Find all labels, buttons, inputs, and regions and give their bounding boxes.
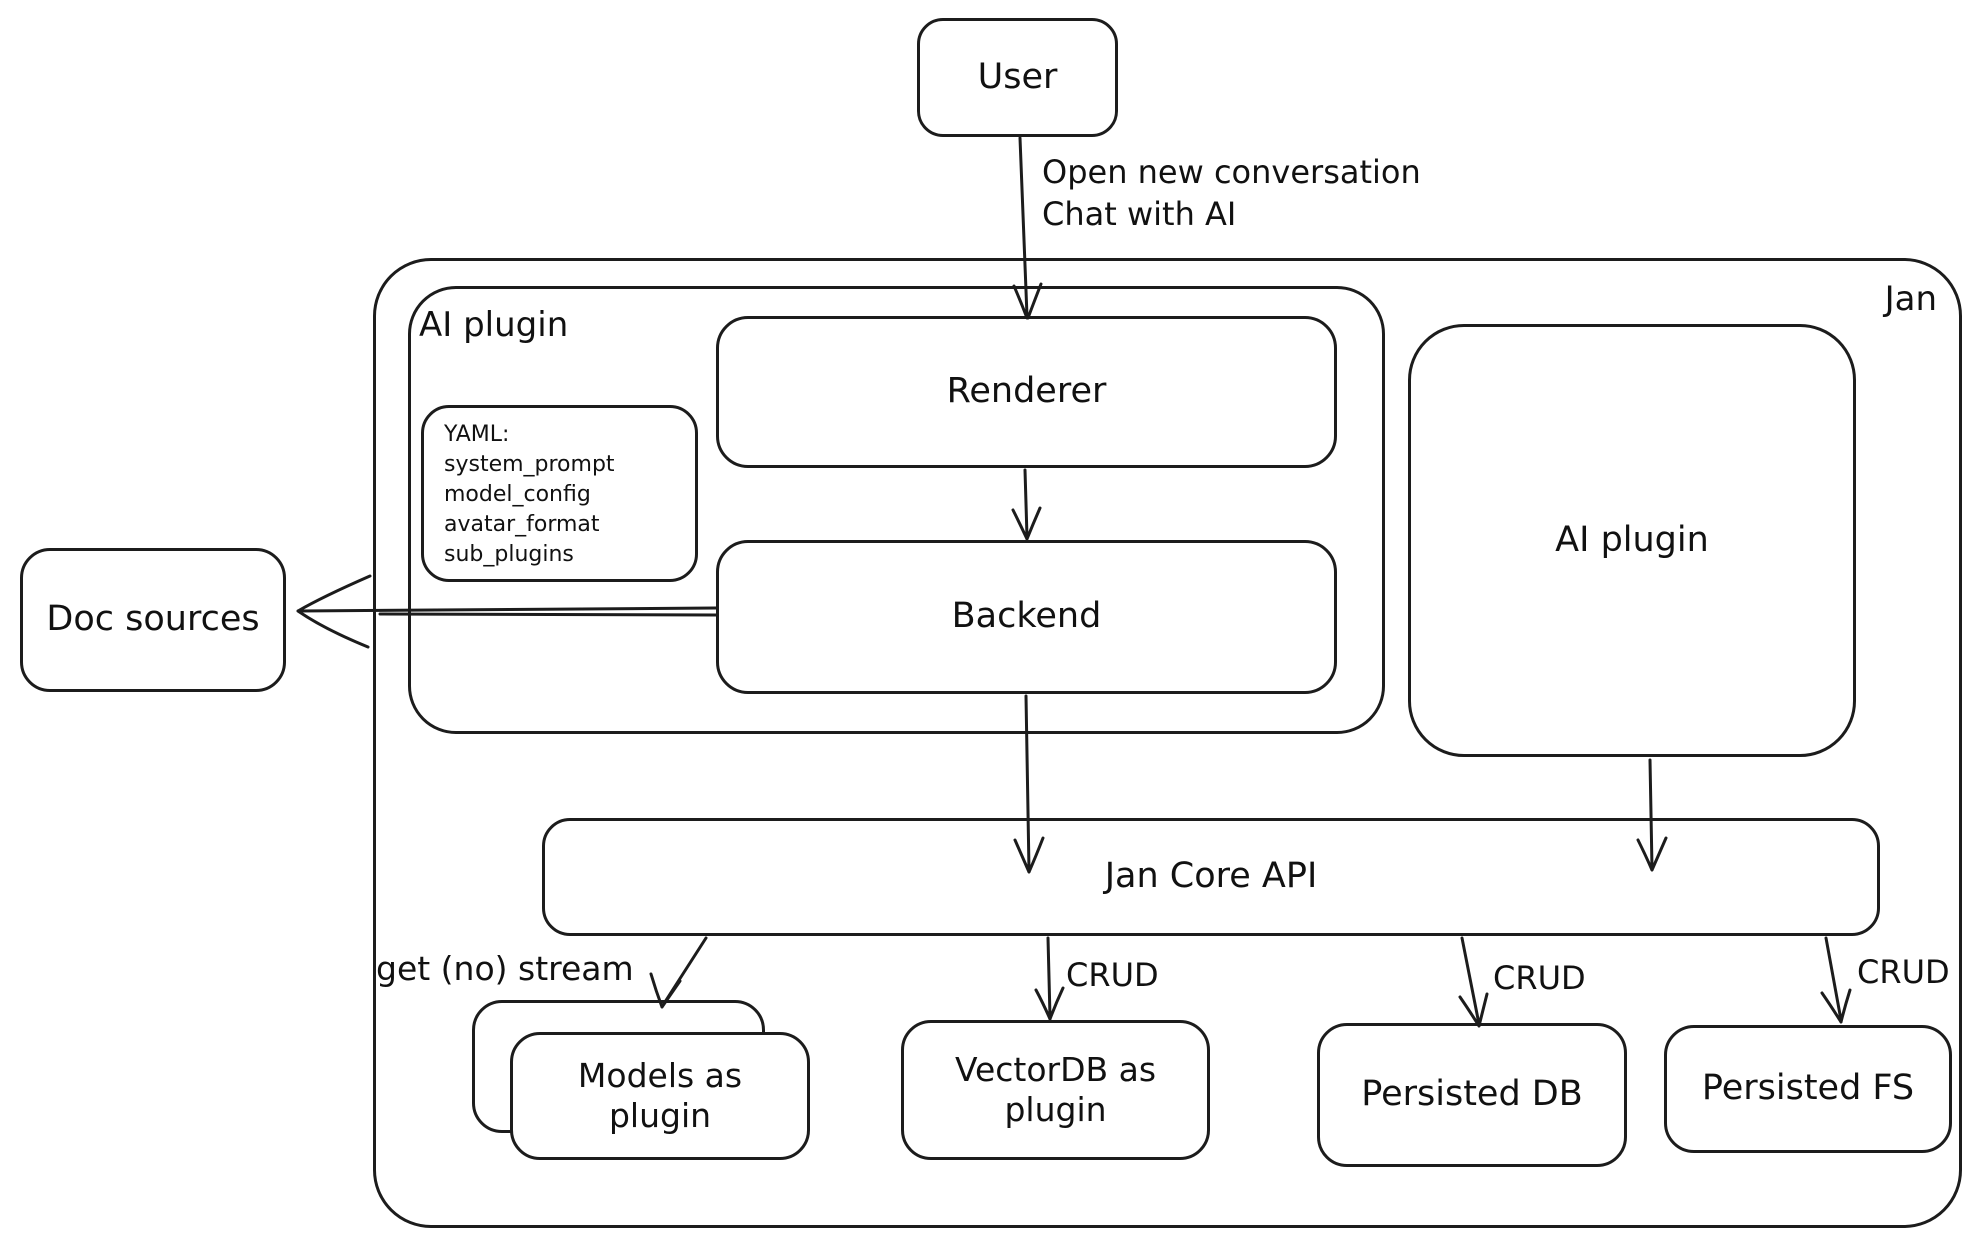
yaml-note-text: YAML: system_prompt model_config avatar_… <box>444 420 615 570</box>
yaml-line: YAML: <box>444 422 510 447</box>
edge-label-line: Chat with AI <box>1042 194 1237 233</box>
yaml-line: avatar_format <box>444 512 600 537</box>
renderer-node: Renderer <box>716 316 1337 468</box>
ai-plugin-right-node: AI plugin <box>1408 324 1856 757</box>
backend-node: Backend <box>716 540 1337 694</box>
jan-container-label: Jan <box>1884 279 1937 319</box>
jan-core-api-node: Jan Core API <box>542 818 1880 936</box>
doc-sources-node: Doc sources <box>20 548 286 692</box>
jan-core-api-label: Jan Core API <box>1104 856 1318 897</box>
user-node: User <box>917 18 1118 137</box>
vectordb-plugin-node: VectorDB as plugin <box>901 1020 1210 1160</box>
edge-label-crud-vectordb: CRUD <box>1066 956 1159 994</box>
vectordb-plugin-label: VectorDB as plugin <box>954 1049 1157 1129</box>
persisted-db-node: Persisted DB <box>1317 1023 1627 1167</box>
yaml-line: system_prompt <box>444 452 615 477</box>
ai-plugin-right-label: AI plugin <box>1555 519 1709 560</box>
user-node-label: User <box>977 56 1058 97</box>
edge-label-crud-persisted-fs: CRUD <box>1857 953 1950 991</box>
persisted-db-label: Persisted DB <box>1361 1074 1583 1115</box>
models-plugin-label: Models as plugin <box>577 1055 743 1135</box>
backend-node-label: Backend <box>951 596 1102 637</box>
persisted-fs-node: Persisted FS <box>1664 1025 1952 1153</box>
persisted-fs-label: Persisted FS <box>1701 1068 1915 1109</box>
renderer-node-label: Renderer <box>946 371 1107 412</box>
edge-label-crud-persisted-db: CRUD <box>1493 959 1586 997</box>
edge-label-get-no-stream: get (no) stream <box>376 949 634 988</box>
doc-sources-label: Doc sources <box>46 599 260 640</box>
edge-label-line: Open new conversation <box>1042 153 1421 191</box>
yaml-line: model_config <box>444 482 591 507</box>
models-plugin-node: Models as plugin <box>510 1032 810 1160</box>
edge-label-open-conversation: Open new conversation Chat with AI <box>1042 152 1421 235</box>
yaml-line: sub_plugins <box>444 542 574 567</box>
ai-plugin-left-label: AI plugin <box>419 305 569 345</box>
yaml-note-box: YAML: system_prompt model_config avatar_… <box>421 405 698 582</box>
